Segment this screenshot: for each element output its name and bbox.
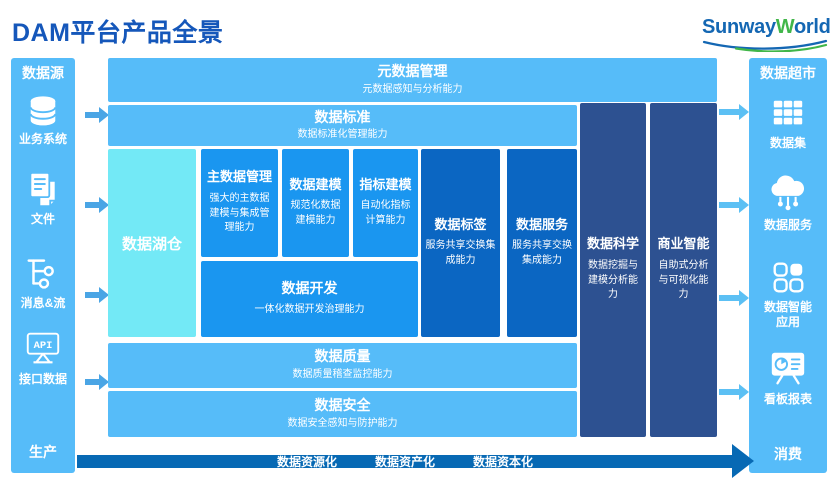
apps-icon <box>769 258 807 296</box>
value-chain-arrow: 数据资源化 数据资产化 数据资本化 <box>77 455 733 469</box>
block-subtitle: 数据质量稽查监控能力 <box>292 369 393 381</box>
sidebar-item-label: 数据集 <box>769 136 806 150</box>
block-subtitle: 数据挖掘与建模分析能力 <box>588 260 638 301</box>
block-metric-modeling: 指标建模 自动化指标计算能力 <box>353 149 418 257</box>
arrow-platform-to-dataset <box>719 104 749 120</box>
dashboard-icon <box>767 348 809 388</box>
block-title: 数据建模 <box>289 176 342 192</box>
arrow-business-to-platform <box>85 107 109 123</box>
logo-swoosh <box>702 39 828 52</box>
api-monitor-icon: API <box>23 328 63 368</box>
block-business-intelligence: 商业智能 自助式分析与可视化能力 <box>650 103 717 437</box>
block-subtitle: 元数据感知与分析能力 <box>362 83 463 95</box>
block-title: 数据标签 <box>434 216 487 232</box>
block-title: 数据安全 <box>314 396 371 413</box>
sidebar-item-label: 消息&流 <box>20 296 66 310</box>
block-subtitle: 自助式分析与可视化能力 <box>658 260 709 301</box>
arrow-stream-to-platform <box>85 287 109 303</box>
block-title: 主数据管理 <box>206 169 272 185</box>
block-title: 商业智能 <box>657 236 710 252</box>
sidebar-item-files: 文件 <box>11 170 75 227</box>
document-icon <box>25 170 61 208</box>
block-title: 数据开发 <box>281 280 338 297</box>
block-subtitle: 规范化数据建模能力 <box>290 200 341 226</box>
block-metadata-management: 元数据管理 元数据感知与分析能力 <box>108 58 717 102</box>
block-subtitle: 数据标准化管理能力 <box>297 128 388 140</box>
data-source-sidebar: 数据源 业务系统 <box>11 58 75 473</box>
page-title: DAM平台产品全景 <box>12 19 224 47</box>
sidebar-item-label: 文件 <box>30 212 55 226</box>
block-title: 数据服务 <box>515 216 568 232</box>
arrow-api-to-platform <box>85 374 109 390</box>
block-data-security: 数据安全 数据安全感知与防护能力 <box>108 391 577 437</box>
block-title: 指标建模 <box>359 176 412 192</box>
block-title: 元数据管理 <box>377 62 448 79</box>
sidebar-item-label: 看板报表 <box>763 392 812 406</box>
sunwayworld-logo: SunwayWorld <box>702 16 831 52</box>
cloud-service-icon <box>767 174 809 214</box>
block-title: 数据科学 <box>586 236 639 252</box>
arrow-platform-to-apps <box>719 290 749 306</box>
block-data-modeling: 数据建模 规范化数据建模能力 <box>282 149 349 257</box>
sidebar-item-data-intelligence-apps: 数据智能应用 <box>749 258 827 330</box>
sidebar-item-label: 接口数据 <box>18 372 67 386</box>
sidebar-item-message-stream: 消息&流 <box>11 254 75 311</box>
value-chain-label-resourcization: 数据资源化 <box>276 455 337 469</box>
sidebar-item-business-systems: 业务系统 <box>11 94 75 147</box>
sidebar-item-label: 数据智能应用 <box>763 300 812 329</box>
data-source-header: 数据源 <box>22 65 64 81</box>
produce-label: 生产 <box>29 444 57 460</box>
block-subtitle: 强大的主数据建模与集成管理能力 <box>209 193 270 234</box>
data-mart-sidebar: 数据超市 数据集 <box>749 58 827 473</box>
dataset-grid-icon <box>769 96 807 132</box>
sidebar-item-data-services: 数据服务 <box>749 174 827 233</box>
block-data-services: 数据服务 服务共享交换集成能力 <box>507 149 577 337</box>
stream-icon <box>24 254 62 292</box>
block-subtitle: 服务共享交换集成能力 <box>512 240 572 266</box>
svg-text:API: API <box>34 340 53 352</box>
consume-label: 消费 <box>774 446 802 462</box>
block-title: 数据标准 <box>314 108 371 125</box>
data-mart-header: 数据超市 <box>760 65 816 81</box>
sidebar-item-api-data: API 接口数据 <box>11 328 75 387</box>
block-subtitle: 数据安全感知与防护能力 <box>287 417 398 429</box>
block-title: 数据湖仓 <box>121 235 182 253</box>
sidebar-item-label: 业务系统 <box>18 132 67 146</box>
arrow-platform-to-reports <box>719 384 749 400</box>
block-subtitle: 服务共享交换集成能力 <box>425 240 496 266</box>
arrow-platform-to-services <box>719 197 749 213</box>
block-data-tags: 数据标签 服务共享交换集成能力 <box>421 149 500 337</box>
block-master-data-management: 主数据管理 强大的主数据建模与集成管理能力 <box>201 149 278 257</box>
sidebar-item-dashboard-reports: 看板报表 <box>749 348 827 407</box>
value-chain-label-assetization: 数据资产化 <box>374 455 435 469</box>
block-data-quality: 数据质量 数据质量稽查监控能力 <box>108 343 577 388</box>
block-title: 数据质量 <box>314 348 371 365</box>
block-data-standards: 数据标准 数据标准化管理能力 <box>108 105 577 146</box>
arrow-files-to-platform <box>85 197 109 213</box>
value-chain-arrow-head <box>732 444 754 478</box>
sidebar-item-dataset: 数据集 <box>749 96 827 151</box>
value-chain-label-capitalization: 数据资本化 <box>473 455 534 469</box>
database-icon <box>24 94 62 128</box>
block-data-lakehouse: 数据湖仓 <box>108 149 196 337</box>
block-data-science: 数据科学 数据挖掘与建模分析能力 <box>580 103 646 437</box>
block-subtitle: 自动化指标计算能力 <box>360 200 411 226</box>
sidebar-item-label: 数据服务 <box>763 218 812 232</box>
block-subtitle: 一体化数据开发治理能力 <box>254 304 365 316</box>
block-data-development: 数据开发 一体化数据开发治理能力 <box>201 261 418 337</box>
logo-text: SunwayWorld <box>702 16 831 38</box>
